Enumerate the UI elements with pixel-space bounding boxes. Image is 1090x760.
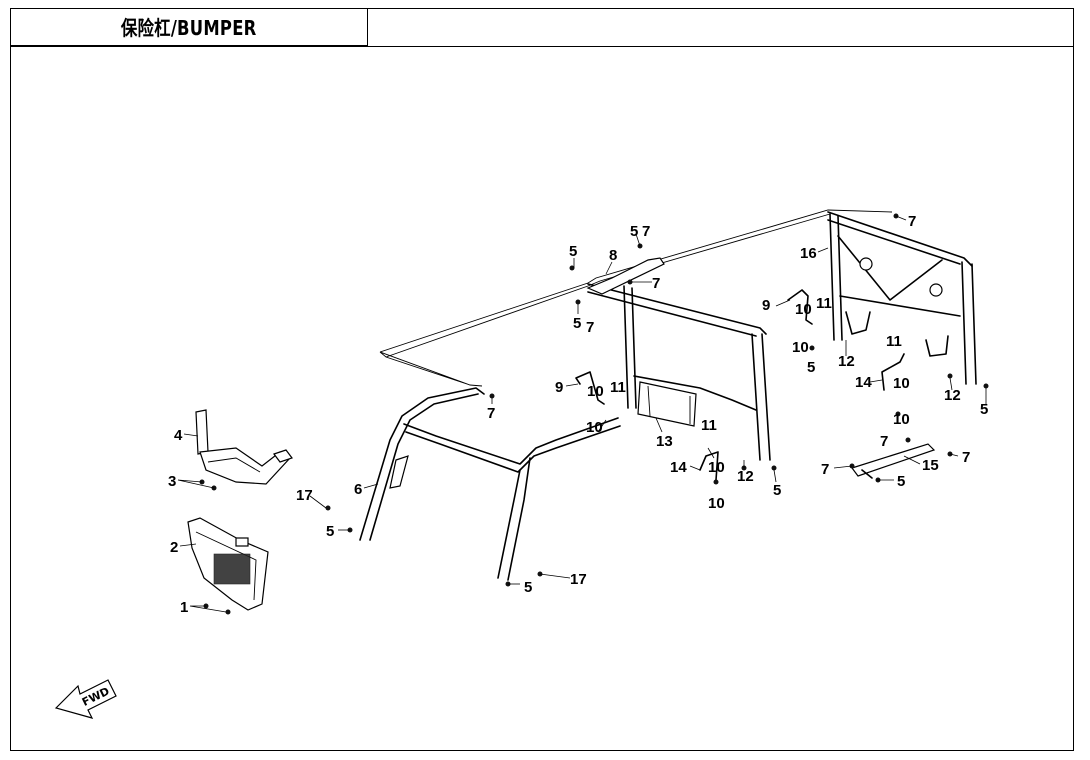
- callout-12: 12: [944, 387, 961, 404]
- callout-7: 7: [586, 319, 594, 336]
- callout-4: 4: [174, 427, 183, 444]
- rear-roll-cage: [827, 211, 977, 385]
- callout-10: 10: [708, 459, 725, 476]
- callout-5: 5: [980, 401, 988, 418]
- callout-6: 6: [354, 481, 362, 498]
- callout-1: 1: [180, 599, 188, 616]
- drawing-frame: [10, 8, 1074, 751]
- callout-10: 10: [893, 411, 910, 428]
- callout-15: 15: [922, 457, 939, 474]
- front-roll-cage: [359, 387, 621, 581]
- title-divider: [10, 46, 1074, 47]
- callout-5: 5: [773, 482, 781, 499]
- fasteners: [199, 213, 989, 615]
- rear-bracket-bar: [851, 443, 936, 479]
- callout-5: 5: [573, 315, 581, 332]
- callout-5: 5: [569, 243, 577, 260]
- callout-7: 7: [821, 461, 829, 478]
- page-title: 保险杠/BUMPER: [120, 16, 257, 40]
- callout-8: 8: [609, 247, 617, 264]
- callout-10: 10: [893, 375, 910, 392]
- callout-12: 12: [838, 353, 855, 370]
- callout-11: 11: [816, 295, 832, 312]
- callout-13: 13: [656, 433, 673, 450]
- callout-labels: 1 2 3 4 17 5 6 5 17 7 5 8 5 7 7 5 7 9 10…: [168, 213, 988, 616]
- fwd-arrow: FWD: [54, 679, 117, 719]
- callout-10: 10: [587, 383, 604, 400]
- callout-16: 16: [800, 245, 817, 262]
- callout-7: 7: [652, 275, 660, 292]
- callout-9: 9: [555, 379, 563, 396]
- roof-outline: [379, 209, 893, 387]
- callout-5: 5: [524, 579, 532, 596]
- callout-5: 5: [326, 523, 334, 540]
- callout-7: 7: [908, 213, 916, 230]
- callout-10: 10: [708, 495, 725, 512]
- callout-7: 7: [487, 405, 495, 422]
- callout-12: 12: [737, 468, 754, 485]
- callout-10: 10: [586, 419, 603, 436]
- callout-7: 7: [962, 449, 970, 466]
- callout-2: 2: [170, 539, 178, 556]
- callout-9: 9: [762, 297, 770, 314]
- callout-5: 5: [807, 359, 815, 376]
- title-box: 保险杠/BUMPER: [10, 8, 368, 46]
- callout-10: 10: [795, 301, 812, 318]
- callout-10: 10: [792, 339, 809, 356]
- middle-roll-cage: [586, 257, 771, 461]
- grab-handles: [575, 289, 949, 481]
- callout-11: 11: [886, 333, 902, 350]
- callout-7: 7: [642, 223, 650, 240]
- front-skid-plate: [187, 517, 269, 611]
- front-bumper-tube: [195, 409, 293, 485]
- callout-14: 14: [855, 374, 872, 391]
- callout-11: 11: [610, 379, 626, 396]
- leader-lines: [177, 215, 987, 613]
- callout-14: 14: [670, 459, 687, 476]
- callout-3: 3: [168, 473, 176, 490]
- callout-7: 7: [880, 433, 888, 450]
- callout-5: 5: [630, 223, 638, 240]
- callout-17: 17: [296, 487, 313, 504]
- callout-11: 11: [701, 417, 717, 434]
- callout-17: 17: [570, 571, 587, 588]
- callout-5: 5: [897, 473, 905, 490]
